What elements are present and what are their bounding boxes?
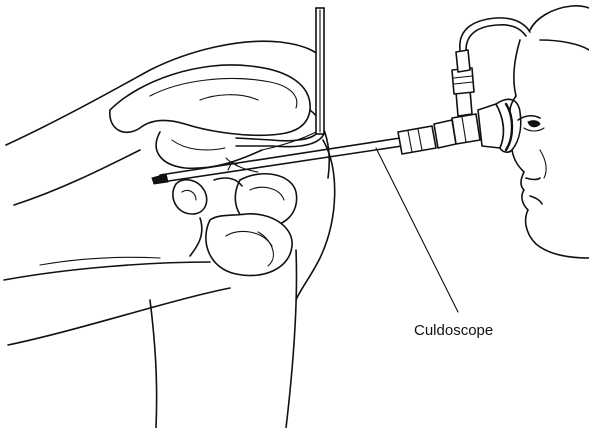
uterus-shape (110, 65, 310, 168)
observer-face-profile (510, 6, 589, 258)
culdoscope-label: Culdoscope (414, 322, 493, 339)
light-cable (452, 18, 530, 116)
culdoscope-leader-line (376, 148, 458, 312)
pelvic-organs (173, 158, 297, 276)
